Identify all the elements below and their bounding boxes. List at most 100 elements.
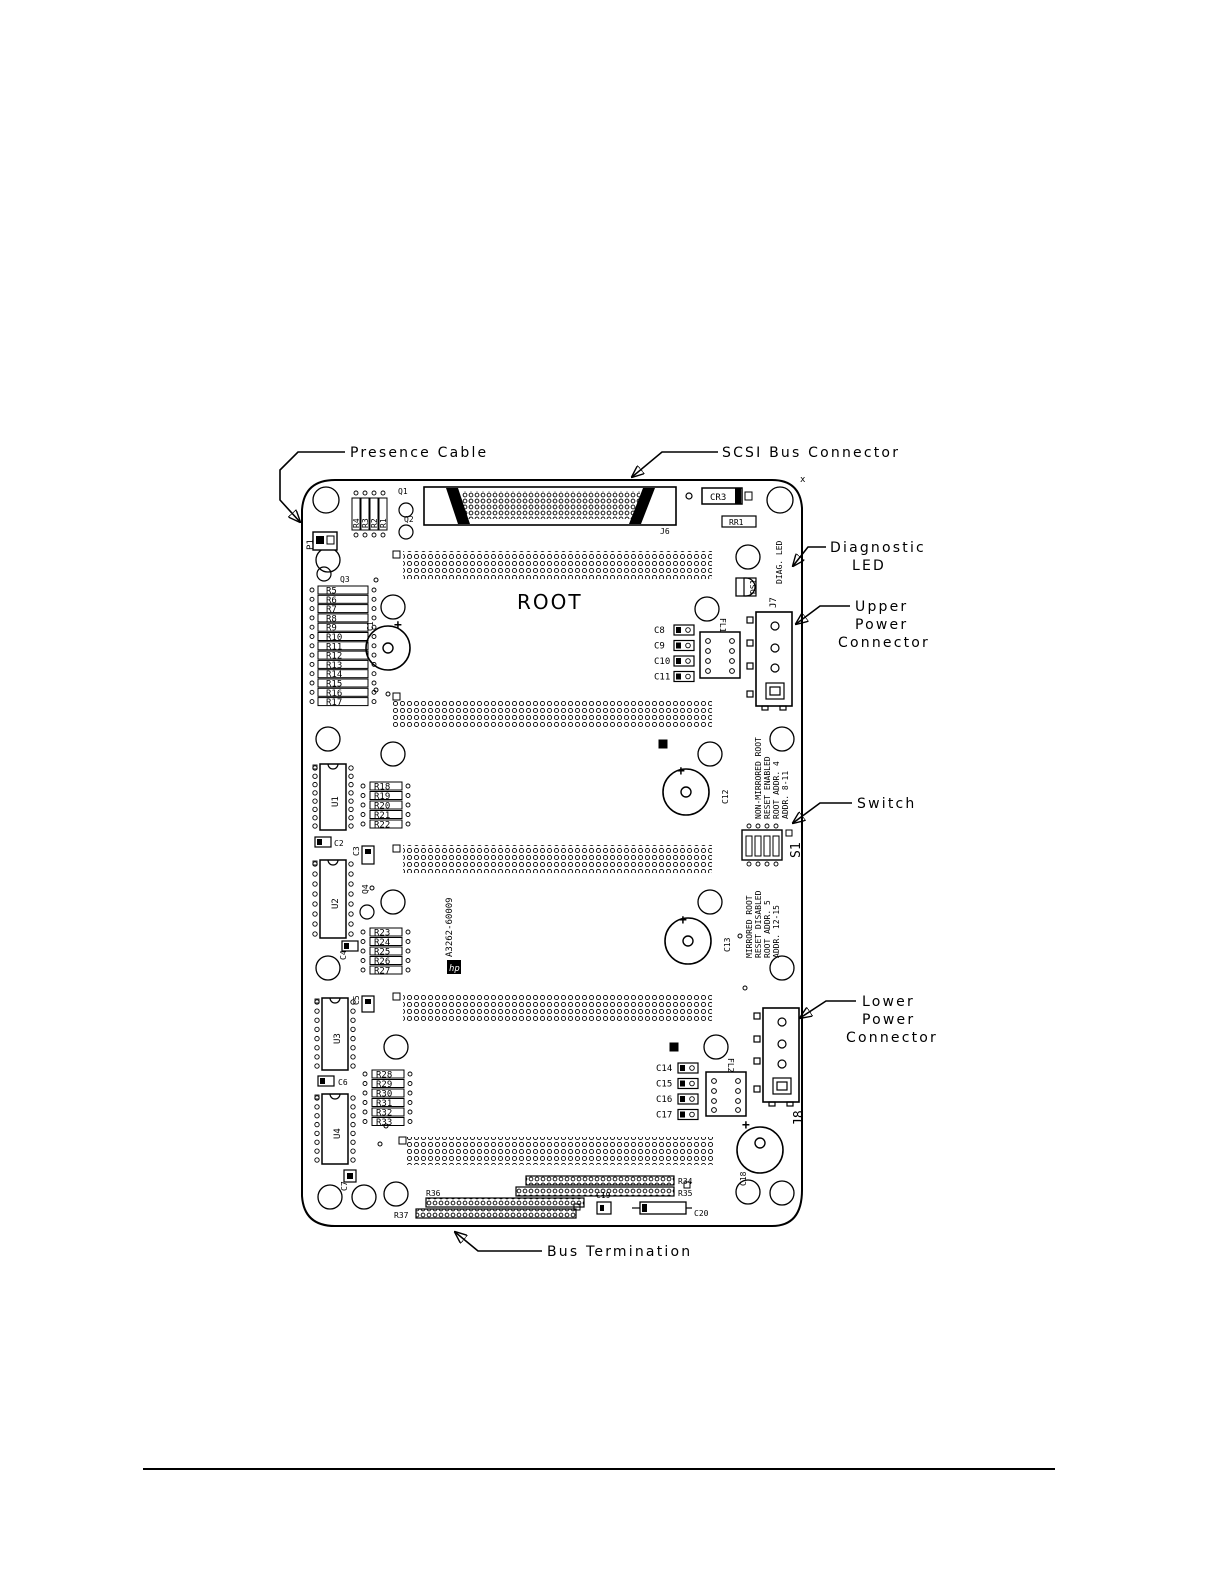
resistor-r23: R23 [374, 929, 390, 939]
upper-power-connector [746, 611, 793, 711]
resistor-r6: R6 [326, 596, 337, 606]
switch-s1[interactable]: S1 [741, 823, 804, 867]
resistor-r31: R31 [376, 1099, 392, 1109]
resistor-r32: R32 [376, 1109, 392, 1119]
callout-switch: Switch [793, 796, 917, 823]
c5-capacitor: C5 [352, 995, 375, 1013]
c2-capacitor: C2 [314, 836, 344, 848]
resistor-r24: R24 [374, 938, 390, 948]
lower-power-label-1: Lower [862, 994, 915, 1010]
j7-label: J7 [769, 597, 779, 608]
switch-label: Switch [857, 796, 917, 812]
resistor-r1: R1 [379, 518, 388, 528]
scsi-bus-connector-j6: J6 [423, 486, 677, 536]
resistor-r5: R5 [326, 587, 337, 597]
diagnostic-led-label-2: LED [852, 558, 886, 574]
bus-termination-label: Bus Termination [547, 1244, 692, 1260]
c4-label: C4 [339, 950, 348, 960]
c3-capacitor: C3 [352, 845, 375, 865]
resistor-r9: R9 [326, 624, 337, 634]
resistor-r21: R21 [374, 811, 390, 821]
root-label: ROOT [517, 590, 583, 614]
switch-upper-line-4: ADDR. 8-11 [781, 771, 790, 819]
p1-label: P1 [306, 539, 316, 550]
resistor-r10: R10 [326, 633, 342, 643]
c19-capacitor: C19 [596, 1191, 612, 1215]
resistor-r30: R30 [376, 1090, 392, 1100]
upper-power-label-3: Connector [838, 635, 930, 651]
resistor-r18: R18 [374, 783, 390, 793]
footer-rule [143, 1468, 1055, 1470]
upper-power-label-1: Upper [855, 599, 908, 615]
resistor-r2: R2 [370, 518, 379, 528]
q1-transistor: Q1 [398, 487, 414, 518]
mounting-holes [312, 486, 795, 1210]
q4-label: Q4 [361, 884, 370, 894]
cr3-diode: CR3 [701, 487, 753, 505]
c6-capacitor: C6 [317, 1075, 348, 1087]
c18-label: C18 [739, 1171, 748, 1186]
callout-lower-power-connector: Lower Power Connector [800, 994, 938, 1046]
c1-label: C1 [366, 621, 375, 631]
q2-transistor: Q2 [398, 515, 414, 540]
u4-ic: U4 [314, 1093, 356, 1165]
c7-capacitor: C7 [340, 1169, 357, 1191]
rr1-resistor: RR1 [721, 515, 757, 528]
callout-presence-cable: Presence Cable [279, 445, 488, 522]
resistor-r3: R3 [361, 518, 370, 528]
c12-capacitor: + C12 [662, 764, 730, 816]
resistor-r11: R11 [326, 642, 342, 652]
svg-text:hp: hp [449, 964, 460, 974]
c4-capacitor: C4 [339, 940, 359, 960]
resistor-r7: R7 [326, 605, 337, 615]
c10-label: C10 [654, 657, 670, 667]
lower-power-label-3: Connector [846, 1030, 938, 1046]
bus-termination-networks[interactable]: R34 R35 R36 R37 [394, 1175, 693, 1220]
switch-lower-line-4: ADDR. 12-15 [772, 905, 781, 958]
q4-transistor: Q4 [359, 884, 375, 920]
fl1-filter: FL1 [699, 618, 741, 679]
resistor-r26: R26 [374, 957, 390, 967]
s1-label: S1 [789, 842, 804, 858]
fl1-label: FL1 [718, 618, 727, 633]
resistor-r22: R22 [374, 821, 390, 831]
switch-lower-line-1: MIRRORED ROOT [745, 895, 754, 958]
c3-label: C3 [352, 846, 361, 856]
switch-lower-line-2: RESET DISABLED [754, 890, 763, 958]
scsi-connector-leader [632, 451, 718, 477]
resistor-r4: R4 [352, 518, 361, 528]
u1-label: U1 [331, 796, 341, 807]
c12-plus: + [677, 764, 685, 779]
resistor-r20: R20 [374, 802, 390, 812]
scsi-connector-label: SCSI Bus Connector [722, 445, 900, 461]
resistor-r8: R8 [326, 614, 337, 624]
c1-plus: + [394, 618, 402, 633]
j6-label: J6 [660, 527, 670, 536]
hole-strips [392, 550, 715, 1165]
u2-ic: U2 [312, 859, 354, 939]
c20-label: C20 [694, 1209, 709, 1218]
q2-label: Q2 [404, 515, 414, 524]
u2-label: U2 [331, 898, 341, 909]
resistor-r16: R16 [326, 689, 342, 699]
u4-label: U4 [333, 1128, 343, 1139]
presence-cable-label: Presence Cable [350, 445, 488, 461]
u1-ic: U1 [312, 763, 354, 831]
j8-label: J8 [792, 1110, 807, 1126]
c13-capacitor: + C13 [664, 913, 732, 965]
resistor-r12: R12 [326, 652, 342, 662]
corner-x-mark: x [800, 475, 806, 485]
r37-label: R37 [394, 1211, 409, 1220]
diag-led-text: DIAG. LED [775, 540, 784, 584]
r36-label: R36 [426, 1189, 441, 1198]
diagnostic-led-leader [793, 546, 826, 566]
c9-label: C9 [654, 642, 665, 652]
resistor-r13: R13 [326, 661, 342, 671]
switch-upper-legend: NON-MIRRORED ROOT RESET ENABLED ROOT ADD… [754, 737, 790, 819]
